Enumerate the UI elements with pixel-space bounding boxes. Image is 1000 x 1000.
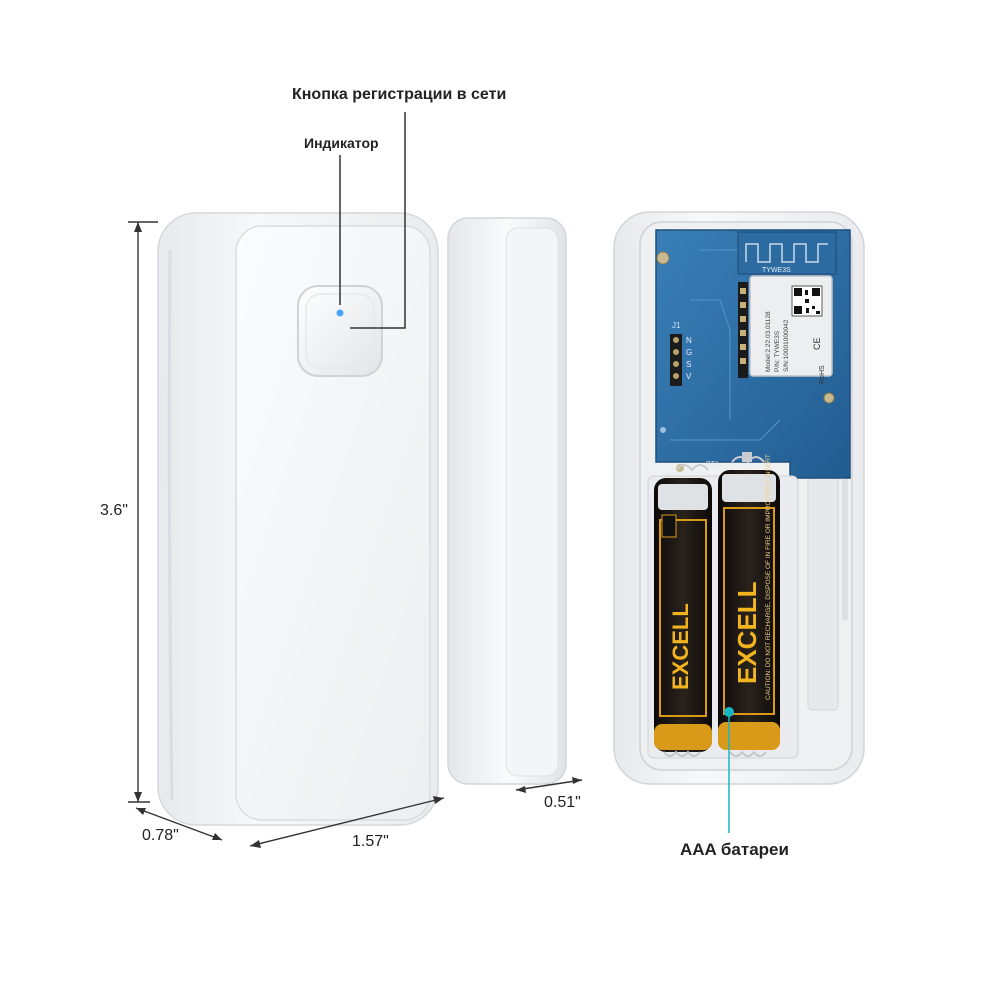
- circuit-board: J1 N G S V TYWE3S: [655, 229, 851, 479]
- module-model: Model:2.22.03.01128: [765, 311, 772, 372]
- battery-right: EXCELL CAUTION: DO NOT RECHARGE, DISPOSE…: [718, 454, 780, 750]
- rohs-mark: RoHS: [819, 365, 826, 384]
- header-label: J1: [672, 321, 681, 330]
- width-dimension: 1.57": [352, 833, 389, 850]
- sensor-main-unit: [157, 212, 439, 826]
- led-indicator-icon: [336, 309, 344, 317]
- module-sn: S/N:10001000042: [783, 319, 790, 372]
- callout-lines: [339, 112, 730, 833]
- indicator-label: Индикатор: [304, 135, 379, 151]
- battery-holder-label: BT1: [706, 461, 719, 468]
- batteries-label: AAA батареи: [680, 840, 789, 859]
- pin-label: G: [686, 348, 692, 357]
- ce-mark: CE: [812, 337, 822, 350]
- sensor-magnet-unit: [447, 217, 567, 785]
- battery-brand: EXCELL: [668, 603, 693, 690]
- depth-dimension: 0.78": [142, 827, 179, 844]
- height-dimension: 3.6": [100, 502, 128, 519]
- pin-label: N: [686, 336, 692, 345]
- pin-label: S: [686, 360, 691, 369]
- pair-button-label: Кнопка регистрации в сети: [292, 86, 507, 103]
- dimension-lines: [128, 221, 583, 848]
- qr-code-icon: [791, 285, 823, 317]
- battery-left: EXCELL: [654, 478, 712, 752]
- module-pn: P/N: TYWE3S: [774, 330, 781, 372]
- pin-label: V: [686, 372, 692, 381]
- module-name: TYWE3S: [762, 267, 791, 274]
- magnet-depth-dimension: 0.51": [544, 794, 581, 811]
- wifi-module: TYWE3S: [737, 231, 837, 384]
- pin-header: [670, 334, 682, 386]
- battery-caution-text: CAUTION: DO NOT RECHARGE, DISPOSE OF IN …: [765, 454, 772, 700]
- sensor-opened-unit: J1 N G S V TYWE3S: [613, 211, 865, 785]
- battery-brand: EXCELL: [732, 581, 762, 684]
